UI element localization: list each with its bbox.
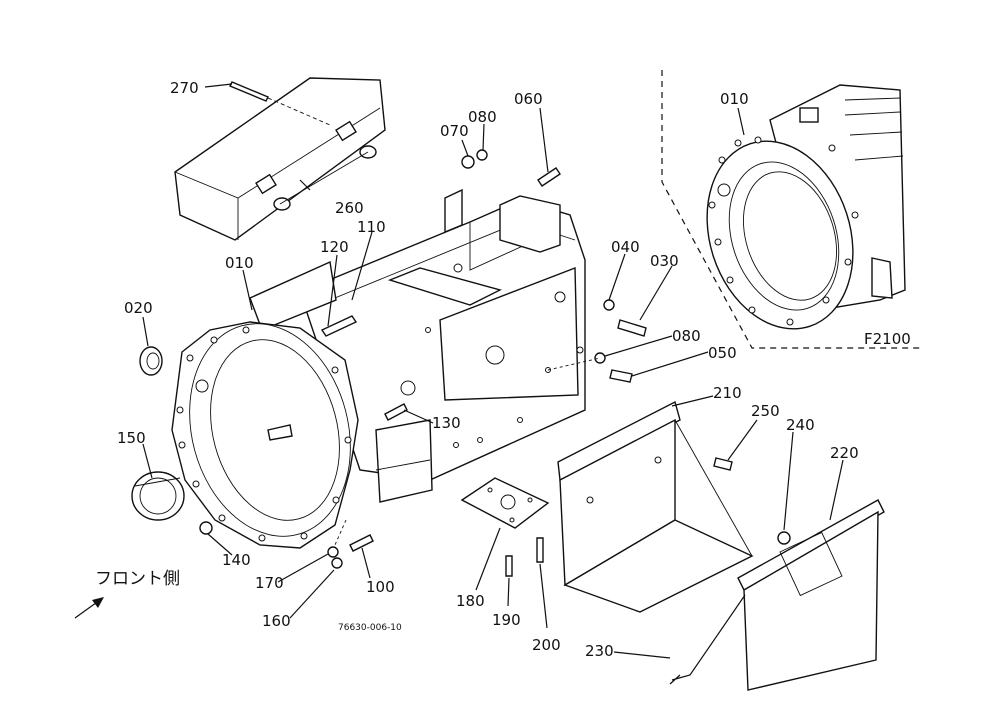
bolt-270	[229, 81, 269, 102]
part-180-plate	[460, 477, 550, 529]
callout-240: 240	[786, 416, 815, 434]
callout-230: 230	[585, 642, 614, 660]
callout-080-top: 080	[468, 108, 497, 126]
part-230-rod	[669, 594, 746, 685]
clutch-housing-bell	[171, 321, 359, 549]
part-200-bolt	[536, 537, 544, 563]
callout-010-main: 010	[225, 254, 254, 272]
callout-170: 170	[255, 574, 284, 592]
front-direction-arrow	[74, 597, 104, 619]
callout-210: 210	[713, 384, 742, 402]
figure-code: 76630-006-10	[338, 623, 402, 633]
part-030-bolt	[617, 319, 647, 337]
part-150-ring	[131, 471, 185, 521]
part-100-bolt	[349, 534, 374, 552]
callout-120: 120	[320, 238, 349, 256]
part-140-nut	[199, 521, 213, 535]
callout-220: 220	[830, 444, 859, 462]
callout-020: 020	[124, 299, 153, 317]
part-120-bolt	[320, 315, 358, 337]
part-050-bolt	[609, 369, 633, 383]
callout-250: 250	[751, 402, 780, 420]
callout-100: 100	[366, 578, 395, 596]
part-040-washer	[603, 299, 615, 311]
callout-270: 270	[170, 79, 199, 97]
leader-lines	[142, 83, 844, 659]
part-190-bolt	[505, 555, 513, 577]
part-080-washer-side	[594, 352, 606, 364]
tool-box	[174, 77, 386, 241]
part-020-seal	[139, 346, 163, 376]
inset-boundary	[661, 70, 920, 349]
main-transmission-housing	[249, 167, 586, 503]
part-070-nut	[461, 155, 475, 169]
callout-190: 190	[492, 611, 521, 629]
part-160-bolt	[331, 557, 343, 569]
inset-label: F2100	[864, 330, 911, 348]
callout-160: 160	[262, 612, 291, 630]
inset-clutch-housing	[706, 84, 906, 330]
part-220-cover	[737, 499, 885, 691]
callout-180: 180	[456, 592, 485, 610]
part-250-bolt	[713, 457, 733, 471]
part-210-tray	[557, 400, 754, 613]
callout-260: 260	[335, 199, 364, 217]
callout-040: 040	[611, 238, 640, 256]
callout-080-side: 080	[672, 327, 701, 345]
callout-140: 140	[222, 551, 251, 569]
callout-050: 050	[708, 344, 737, 362]
callout-200: 200	[532, 636, 561, 654]
callout-150: 150	[117, 429, 146, 447]
part-130-bolt	[384, 403, 408, 421]
callout-130: 130	[432, 414, 461, 432]
callout-010-inset: 010	[720, 90, 749, 108]
callout-060: 060	[514, 90, 543, 108]
part-170-washer	[327, 546, 339, 558]
callout-030: 030	[650, 252, 679, 270]
callout-070: 070	[440, 122, 469, 140]
part-080-washer-top	[476, 149, 488, 161]
direction-label: フロント側	[95, 569, 180, 589]
callout-110: 110	[357, 218, 386, 236]
part-240-nut	[777, 531, 791, 545]
